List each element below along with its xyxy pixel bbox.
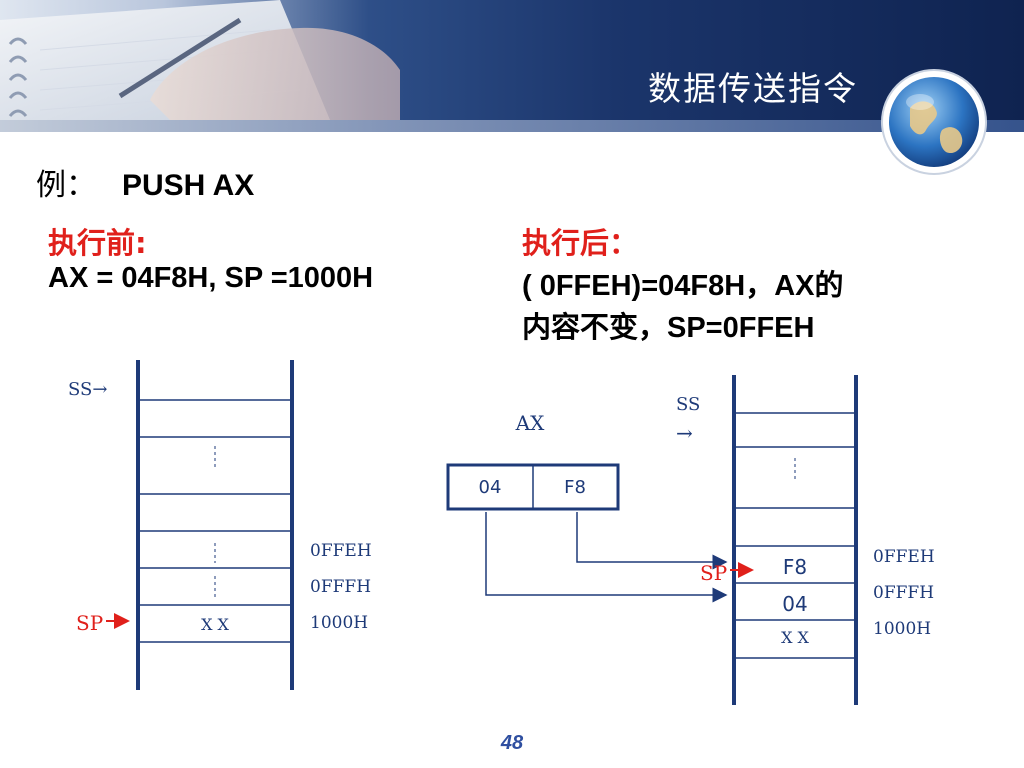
stack-before: SS→ SP X X 0FFEH 0FFFH 1000H <box>68 360 372 690</box>
example-label: 例： <box>36 168 96 203</box>
after-state-line2: 内容不变，SP=0FFEH <box>522 312 815 344</box>
page-number: 48 <box>500 732 524 754</box>
stack-before-address-1000h: 1000H <box>310 613 368 633</box>
example-instruction: PUSH AX <box>122 169 255 202</box>
register-ax: AX 04 F8 <box>446 411 728 603</box>
after-heading: 执行后： <box>522 226 639 260</box>
stack-after-address-1000h: 1000H <box>873 619 931 639</box>
stack-before-cell-value: X X <box>201 615 229 634</box>
stack-after: SS → SP F8 04 X X 0FFEH 0FFFH 1000H <box>676 375 935 705</box>
before-heading: 执行前: <box>48 226 147 260</box>
stack-before-sp-label: SP <box>76 611 103 635</box>
stack-after-cell-1000h: X X <box>781 628 809 647</box>
header-banner: 数据传送指令 <box>0 0 1024 120</box>
slide-title: 数据传送指令 <box>648 69 858 108</box>
example-line: 例： PUSH AX <box>36 160 254 204</box>
stack-after-sp-label: SP <box>700 561 727 585</box>
stack-after-cell-0fffh: 04 <box>782 592 807 616</box>
stack-before-address-0fffh: 0FFFH <box>310 577 371 597</box>
before-state: AX = 04F8H, SP =1000H <box>48 262 374 294</box>
stack-after-ss-arrow: → <box>676 421 693 445</box>
stack-after-address-0ffeh: 0FFEH <box>873 547 935 567</box>
stack-after-address-0fffh: 0FFFH <box>873 583 934 603</box>
register-low-byte: F8 <box>564 477 586 498</box>
header-photo-notebook <box>0 0 400 120</box>
stack-after-ss-label: SS <box>676 394 700 415</box>
arrow-low-byte-to-0ffeh <box>576 512 728 570</box>
header-stripe <box>0 120 1024 132</box>
register-name: AX <box>515 411 545 435</box>
globe-icon <box>881 69 987 175</box>
arrow-high-byte-to-0fffh <box>485 512 728 603</box>
after-state-line1: ( 0FFEH)=04F8H，AX的 <box>522 270 844 302</box>
stack-after-cell-0ffeh: F8 <box>783 555 807 579</box>
stack-diagram: SS→ SP X X 0FFEH 0FFFH 1000H AX 04 F8 SS <box>68 360 935 705</box>
register-high-byte: 04 <box>479 477 502 498</box>
stack-before-address-0ffeh: 0FFEH <box>310 541 372 561</box>
stack-before-ss-label: SS→ <box>68 379 107 400</box>
